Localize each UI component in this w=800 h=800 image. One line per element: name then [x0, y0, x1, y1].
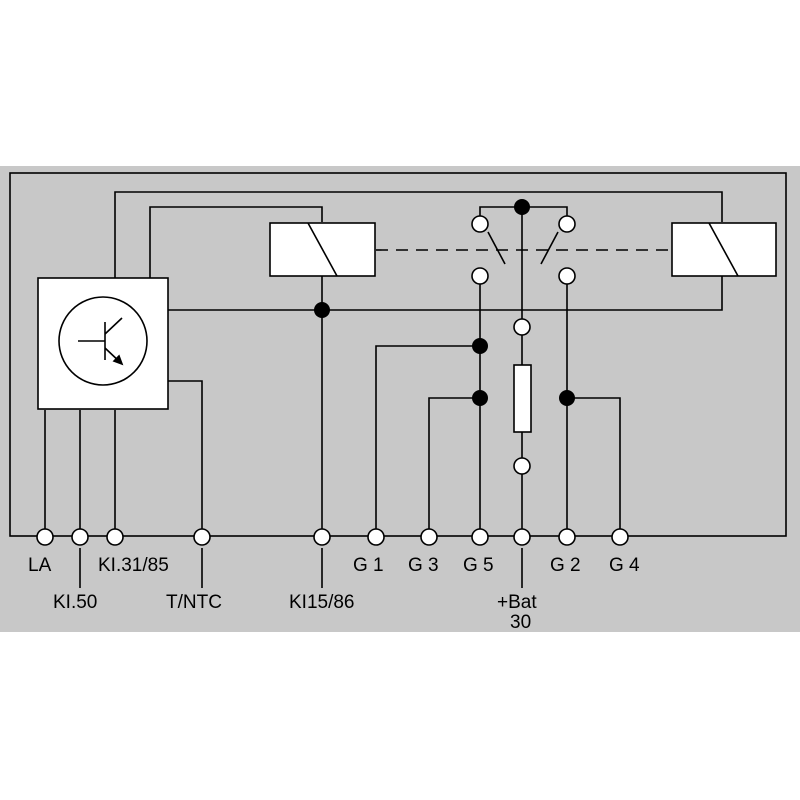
terminal-bat	[513, 528, 531, 546]
switch-contact	[558, 267, 576, 285]
junction-dot	[472, 338, 488, 354]
label-g5: G 5	[463, 555, 494, 576]
relay-coil-icon	[269, 222, 376, 277]
junction-dot	[314, 302, 330, 318]
wire-g4	[567, 397, 621, 536]
terminal-pins	[36, 528, 629, 546]
relay-coil-icon	[671, 222, 777, 277]
label-g4: G 4	[609, 555, 640, 576]
terminal-kl15-86	[313, 528, 331, 546]
wire-g1	[375, 345, 480, 536]
fuse-contact	[513, 318, 531, 336]
switch-contact	[471, 215, 489, 233]
terminal-g5	[471, 528, 489, 546]
terminal-g4	[611, 528, 629, 546]
label-kl50: KI.50	[53, 592, 97, 613]
label-bat: +Bat	[497, 592, 537, 613]
wire-tntc	[168, 380, 203, 536]
label-g2: G 2	[550, 555, 581, 576]
label-kl15-86: KI15/86	[289, 592, 355, 613]
switch-contact	[471, 267, 489, 285]
terminal-la	[36, 528, 54, 546]
wire-g3	[428, 397, 480, 536]
label-kl31-85: KI.31/85	[98, 555, 169, 576]
terminal-g1	[367, 528, 385, 546]
switch-contact	[558, 215, 576, 233]
contact-circles	[471, 215, 576, 475]
wire-module-to-relay	[168, 276, 723, 311]
junction-dot	[514, 199, 530, 215]
terminal-tntc	[193, 528, 211, 546]
terminal-kl50	[71, 528, 89, 546]
label-g1: G 1	[353, 555, 384, 576]
label-la: LA	[28, 555, 52, 576]
wire-top-outer	[114, 191, 723, 278]
fuse-icon	[513, 364, 532, 433]
junction-dot	[559, 390, 575, 406]
switch-arm-left	[487, 231, 506, 265]
junction-dots	[314, 199, 575, 406]
terminal-g2	[558, 528, 576, 546]
wire-top-inner	[149, 206, 323, 278]
label-bat-30: 30	[510, 612, 531, 633]
terminal-kl31-85	[106, 528, 124, 546]
junction-dot	[472, 390, 488, 406]
transistor-icon	[58, 296, 148, 386]
terminal-g3	[420, 528, 438, 546]
label-tntc: T/NTC	[166, 592, 222, 613]
switch-arm-right	[540, 231, 559, 265]
fuse-contact	[513, 457, 531, 475]
label-g3: G 3	[408, 555, 439, 576]
housing-outline	[9, 172, 787, 537]
